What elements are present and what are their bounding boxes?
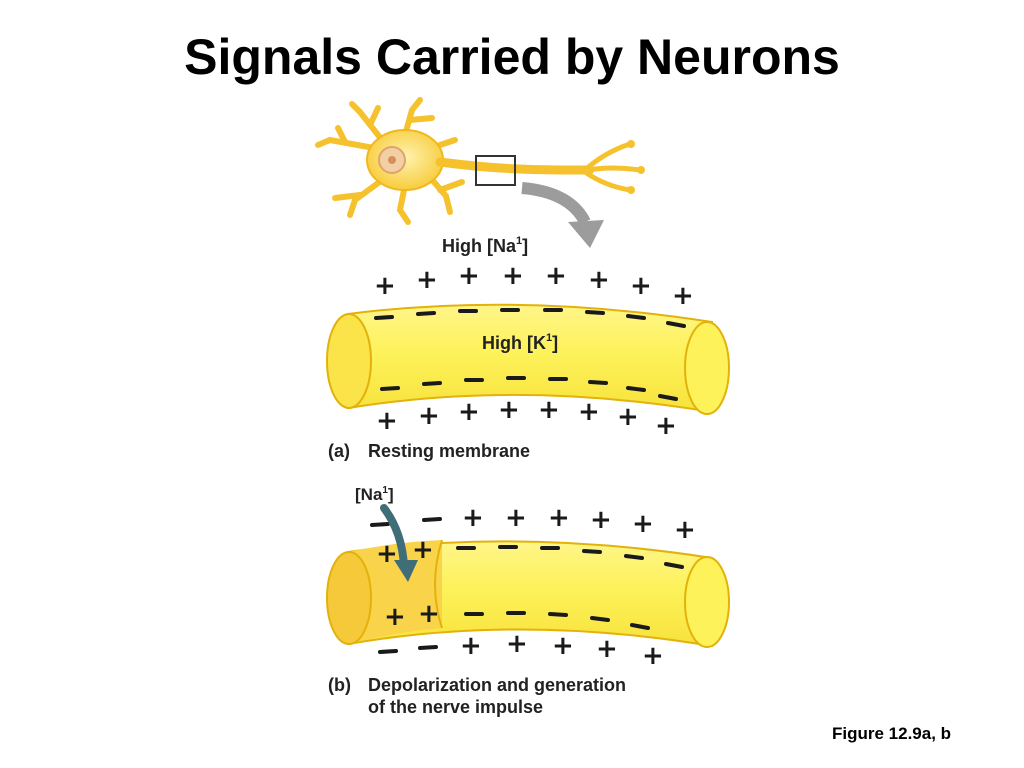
svg-text:+: +: [376, 406, 398, 436]
svg-text:+: +: [498, 395, 520, 425]
svg-text:+: +: [376, 539, 398, 569]
inner-charges-bottom-a: [380, 376, 678, 401]
axon: [435, 157, 595, 175]
svg-text:+: +: [596, 634, 618, 664]
panel-a: High [Na1] High [K1] + + + + + + + +: [326, 235, 730, 461]
svg-text:+: +: [552, 631, 574, 661]
svg-text:+: +: [374, 271, 396, 301]
svg-text:+: +: [545, 261, 567, 291]
inner-charges-top-b: + +: [376, 535, 684, 569]
svg-text:+: +: [588, 265, 610, 295]
svg-text:+: +: [674, 515, 696, 545]
inner-charges-top-a: [374, 308, 686, 328]
tube-end-right-b: [684, 556, 730, 648]
nucleolus: [388, 156, 396, 164]
caption-a: (a)Resting membrane: [328, 441, 530, 461]
svg-text:+: +: [460, 631, 482, 661]
membrane-tube-a: [347, 303, 713, 414]
svg-text:+: +: [506, 629, 528, 659]
figure-reference: Figure 12.9a, b: [832, 724, 952, 743]
svg-text:+: +: [418, 599, 440, 629]
dendrites: [315, 97, 465, 225]
axon-terminals: [582, 141, 643, 193]
outer-charges-bottom-a: + + + + + + + +: [376, 395, 677, 441]
svg-text:+: +: [655, 411, 677, 441]
zoom-arrow: [521, 182, 591, 225]
zoom-box: [475, 155, 516, 186]
svg-text:+: +: [548, 503, 570, 533]
slide-title: Signals Carried by Neurons: [184, 29, 840, 85]
outer-charges-bottom-b: + + + + +: [378, 629, 664, 671]
caption-b: (b)Depolarization and generation: [328, 675, 626, 695]
outer-charges-top-a: + + + + + + + +: [374, 261, 694, 311]
svg-text:+: +: [384, 602, 406, 632]
svg-text:+: +: [416, 265, 438, 295]
caption-b-line2: of the nerve impulse: [368, 697, 543, 717]
svg-text:+: +: [418, 401, 440, 431]
svg-text:+: +: [672, 281, 694, 311]
svg-text:+: +: [462, 503, 484, 533]
svg-text:+: +: [502, 261, 524, 291]
svg-text:+: +: [458, 261, 480, 291]
panel-b: [Na1] + + + + + + + +: [326, 485, 730, 717]
depolarized-segment: [348, 540, 442, 644]
high-k-label: High [K1]: [482, 332, 558, 353]
na-label: [Na1]: [355, 485, 394, 504]
outer-charges-top-b: + + + + + +: [370, 503, 696, 545]
svg-text:+: +: [590, 505, 612, 535]
svg-text:+: +: [617, 402, 639, 432]
tube-end-right-a: [684, 321, 730, 415]
svg-text:+: +: [538, 395, 560, 425]
high-na-label: High [Na1]: [442, 235, 528, 256]
neuron-illustration: [315, 97, 645, 248]
svg-text:+: +: [642, 641, 664, 671]
tube-end-left-a: [326, 313, 372, 409]
inner-charges-bottom-b: + +: [384, 599, 650, 632]
tube-end-left-b: [326, 551, 372, 645]
svg-text:+: +: [632, 509, 654, 539]
svg-text:+: +: [630, 271, 652, 301]
svg-text:+: +: [505, 503, 527, 533]
svg-text:+: +: [578, 397, 600, 427]
svg-text:+: +: [458, 397, 480, 427]
svg-text:+: +: [412, 535, 434, 565]
